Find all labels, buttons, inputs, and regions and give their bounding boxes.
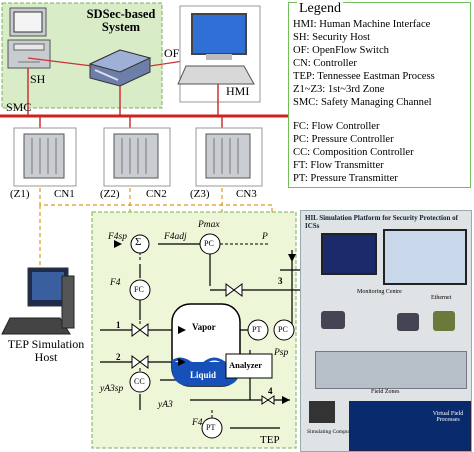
switch-device-3 (433, 311, 455, 331)
valve-4 (261, 395, 275, 405)
pc-top-label: PC (204, 239, 214, 248)
f4adj-label: F4adj (164, 232, 187, 242)
cc-circle (129, 371, 151, 393)
tep-box-label: TEP (260, 434, 280, 446)
ya3sp-label: yA3sp (100, 384, 124, 394)
legend-entry: CC: Composition Controller (293, 147, 414, 158)
analyzer-label: Analyzer (229, 360, 263, 370)
field-zones-label: Field Zones (371, 389, 400, 395)
flow-arrows (114, 240, 296, 404)
legend-entry: SMC: Safety Managing Channel (293, 97, 432, 108)
virtual-field-label: Virtual Field Processes (429, 411, 467, 423)
pt-bottom-label: PT (206, 423, 216, 432)
hmi-label: HMI (226, 84, 250, 98)
valve-2 (131, 355, 149, 369)
simulating-computer (309, 401, 335, 423)
monitor-left (321, 233, 377, 275)
sh-label: SH (30, 72, 46, 86)
hil-platform-photo: HIL Simulation Platform for Security Pro… (300, 210, 472, 452)
controller-cn1 (13, 116, 77, 187)
legend-entry: PC: Pressure Controller (293, 134, 394, 145)
f4-label: F4 (110, 278, 121, 288)
system-title: SDSec-based System (86, 7, 156, 34)
openflow-switch (88, 49, 152, 87)
stream-4-label: 4 (268, 386, 273, 396)
pt-right-circle (247, 319, 269, 341)
legend-entry: FT: Flow Transmitter (293, 160, 384, 171)
valve-1 (131, 323, 149, 337)
reactor-vessel (171, 303, 241, 387)
pc-right-label: PC (278, 325, 288, 334)
stream-3-label: 3 (278, 276, 283, 286)
legend-entry: PT: Pressure Transmitter (293, 173, 398, 184)
legend-title: Legend (297, 1, 343, 17)
monitoring-label: Monitoring Centre (357, 289, 402, 295)
ya3-label: yA3 (158, 400, 173, 410)
simulating-label: Simulating Computer (307, 429, 355, 435)
legend-box: Legend HMI: Human Machine Interface SH: … (288, 1, 471, 188)
pc-top-circle (199, 233, 221, 255)
cn-label-3: CN3 (236, 188, 257, 200)
pt-right-label: PT (252, 325, 262, 334)
switch-device-1 (321, 311, 345, 329)
pmax-label: Pmax (198, 220, 220, 230)
cn-label-1: CN1 (54, 188, 75, 200)
smc-label: SMC (6, 100, 32, 114)
f4sp-label: F4sp (108, 232, 127, 242)
pt-bottom-circle (201, 417, 223, 439)
zone-label-3: (Z3) (190, 188, 210, 200)
zone-label-1: (Z1) (10, 188, 30, 200)
analyzer-box (225, 353, 273, 379)
sum-node (130, 234, 150, 254)
fc-label: FC (134, 285, 144, 294)
virtual-field-panel (349, 401, 471, 451)
vapor-label: Vapor (192, 322, 216, 332)
p-label: P (262, 232, 268, 242)
stream-2-label: 2 (116, 352, 121, 362)
cc-label: CC (134, 377, 145, 386)
monitor-right (383, 229, 467, 285)
switch-device-2 (397, 313, 419, 331)
legend-entry: Z1~Z3: 1st~3rd Zone (293, 84, 385, 95)
valve-3 (225, 283, 243, 297)
cn-label-2: CN2 (146, 188, 167, 200)
of-label: OF (164, 46, 180, 60)
fc-circle (129, 279, 151, 301)
controller-cn3 (195, 116, 263, 187)
security-host-computer (7, 7, 51, 69)
legend-entry: SH: Security Host (293, 32, 371, 43)
legend-entry: FC: Flow Controller (293, 121, 380, 132)
psp-label: Psp (274, 348, 289, 358)
f4-bottom-label: F4 (192, 418, 203, 428)
stream-1-label: 1 (116, 320, 121, 330)
legend-entry: HMI: Human Machine Interface (293, 19, 431, 30)
hmi-computer (177, 5, 261, 103)
tep-simulation-host (1, 267, 75, 335)
zone-label-2: (Z2) (100, 188, 120, 200)
controller-cn2 (103, 116, 171, 187)
legend-entry: CN: Controller (293, 58, 357, 69)
legend-entry: TEP: Tennessee Eastman Process (293, 71, 435, 82)
hil-title: HIL Simulation Platform for Security Pro… (305, 214, 458, 230)
field-rack (315, 351, 467, 389)
pc-right-circle (273, 319, 295, 341)
liquid-label: Liquid (190, 370, 217, 380)
tep-host-label: TEP Simulation Host (7, 337, 85, 364)
legend-entry: OF: OpenFlow Switch (293, 45, 389, 56)
sum-symbol: Σ (135, 236, 142, 248)
ethernet-label: Ethernet (431, 295, 452, 301)
